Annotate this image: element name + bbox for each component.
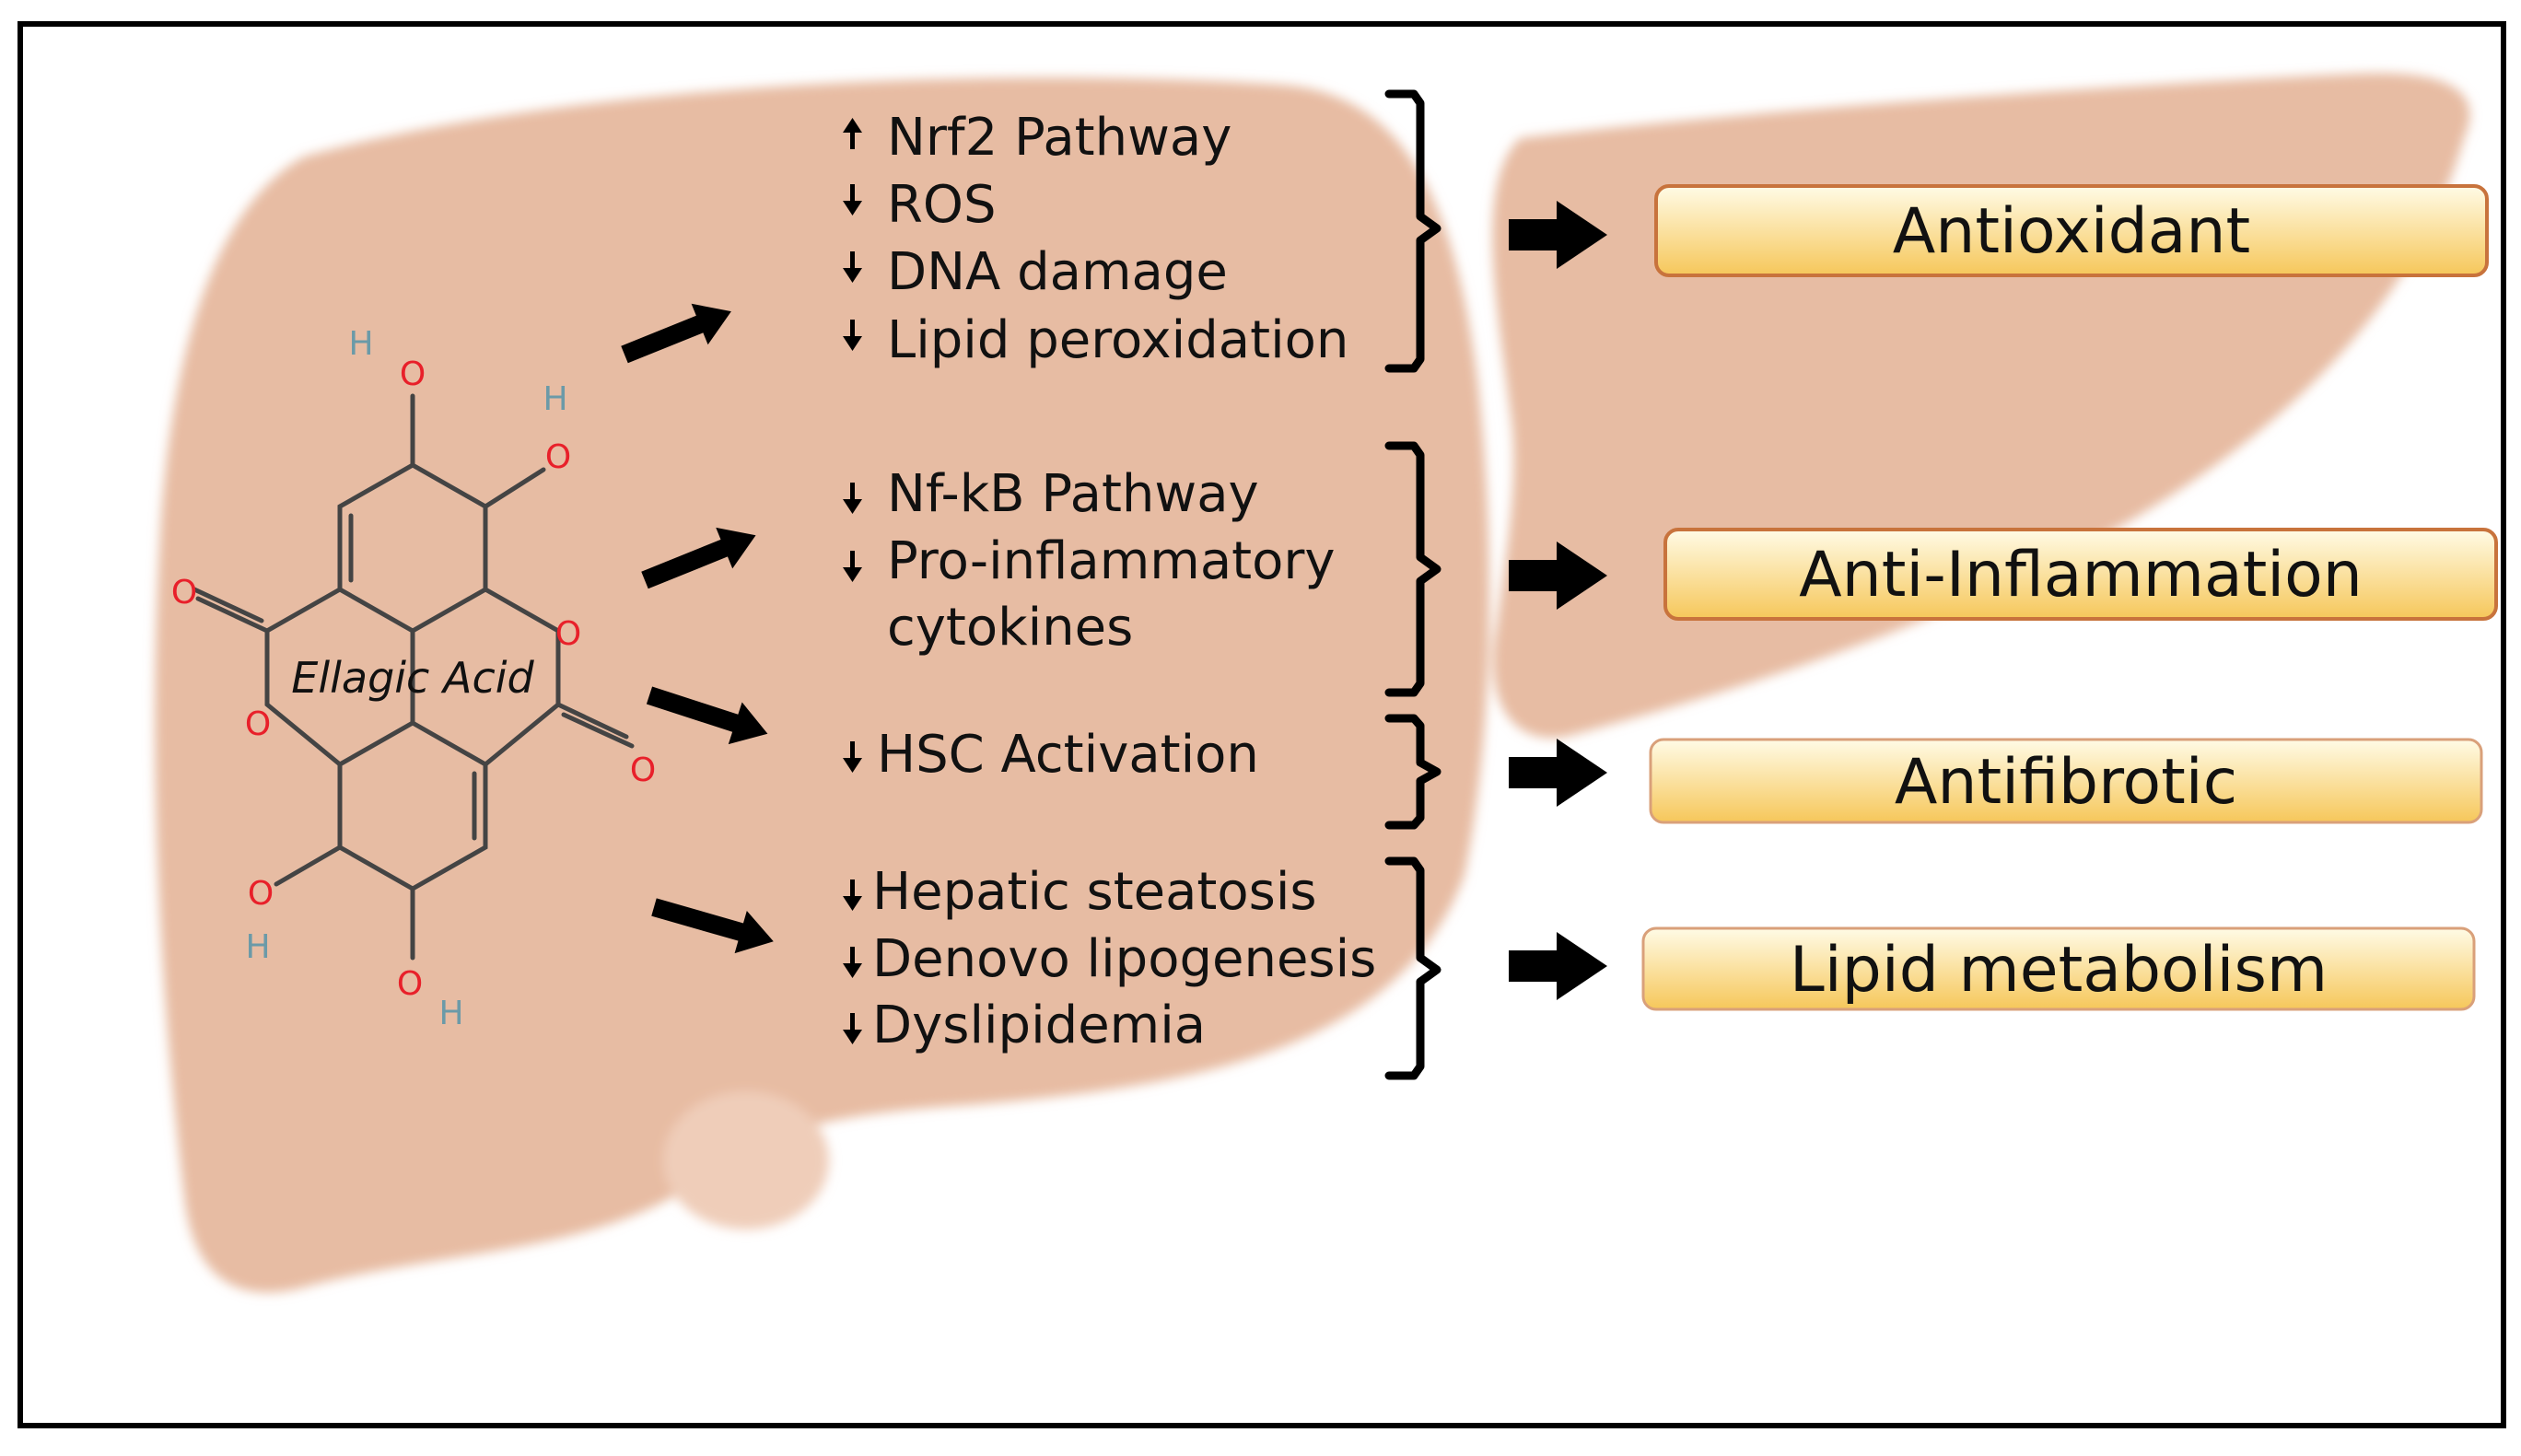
outcome-arrows [1509,201,1607,1000]
up-arrow-icon [843,118,862,149]
arrow-to-antioxidant [1509,201,1607,269]
bracket-group-1 [1384,89,1441,373]
arrow-to-antifibrotic [1509,739,1607,807]
bond [561,712,635,749]
down-arrow-icon [843,1013,862,1044]
arrow-to-group-1 [621,303,731,364]
brackets [1384,89,1441,1080]
atom-hydrogen: H [245,928,270,966]
outer-border [18,21,2506,1428]
atom-oxygen: O [545,438,571,476]
mechanism-item: HSC Activation [877,725,1259,785]
bracket-group-4 [1384,856,1441,1080]
mechanism-group-anti-inflammation: Nf-kB Pathway Pro-inflammatory cytokines [843,464,1336,658]
arrow-to-group-3 [646,686,768,745]
outcome-label: Antifibrotic [1895,746,2237,819]
atom-hydrogen: H [438,995,463,1032]
mechanism-item: Hepatic steatosis [872,862,1317,922]
arrow-to-group-4 [651,898,774,954]
outcome-label: Antioxidant [1893,195,2250,268]
mechanism-item: cytokines [887,598,1133,658]
mechanism-item: Nrf2 Pathway [887,108,1231,168]
bond [264,587,343,767]
mechanism-item: Pro-inflammatory [887,531,1336,591]
down-arrow-icon [843,879,862,911]
outcome-box-antioxidant: Antioxidant [1654,184,2489,277]
atom-oxygen: O [400,355,426,393]
arrow-to-lipid-metabolism [1509,932,1607,1000]
arrow-to-group-2 [641,527,756,589]
bond [483,587,561,767]
outcome-label: Lipid metabolism [1790,934,2328,1007]
down-arrow-icon [843,184,862,215]
atom-oxygen: O [245,705,271,743]
liver-right-lobe [1492,73,2470,739]
liver-left-lobe [155,77,1490,1293]
mechanism-item: DNA damage [887,242,1228,302]
atom-hydrogen: H [348,325,373,363]
down-arrow-icon [843,947,862,978]
mechanism-group-lipid: Hepatic steatosis Denovo lipogenesis Dys… [843,862,1376,1055]
mechanism-item: ROS [887,175,997,235]
atom-oxygen: O [555,615,581,653]
atom-oxygen: O [397,965,423,1003]
molecule-arrows [621,303,774,954]
outcome-box-anti-inflammation: Anti-Inflammation [1663,528,2498,621]
down-arrow-icon [843,741,862,773]
bond [483,467,546,509]
mechanism-group-antifibrotic: HSC Activation [843,725,1259,785]
molecule-name: Ellagic Acid [291,653,534,703]
atom-oxygen: O [171,574,197,612]
bond [555,702,629,740]
outcome-box-lipid-metabolism: Lipid metabolism [1641,926,2476,1011]
mechanism-item: Denovo lipogenesis [872,929,1376,989]
down-arrow-icon [843,483,862,514]
mechanism-item: Nf-kB Pathway [887,464,1259,524]
down-arrow-icon [843,251,862,283]
down-arrow-icon [843,320,862,351]
down-arrow-icon [843,551,862,582]
bond [195,596,270,634]
atom-oxygen: O [630,751,656,789]
molecule-atoms: O H O H O O O O O H O H Ellagic Acid [171,325,656,1032]
outcome-label: Anti-Inflammation [1799,539,2363,612]
outcome-box-antifibrotic: Antifibrotic [1649,738,2483,824]
mechanism-item: Dyslipidemia [872,996,1206,1055]
mechanism-group-antioxidant: Nrf2 Pathway ROS DNA damage Lipid peroxi… [843,108,1348,370]
atom-hydrogen: H [543,380,567,418]
bond [274,844,343,887]
bracket-group-3 [1384,714,1441,830]
ellagic-acid-structure [192,393,635,961]
bond [192,587,264,623]
gallbladder [663,1091,829,1229]
arrow-to-anti-inflammation [1509,542,1607,610]
bracket-group-2 [1384,441,1441,697]
atom-oxygen: O [248,875,274,913]
mechanism-item: Lipid peroxidation [887,310,1348,370]
